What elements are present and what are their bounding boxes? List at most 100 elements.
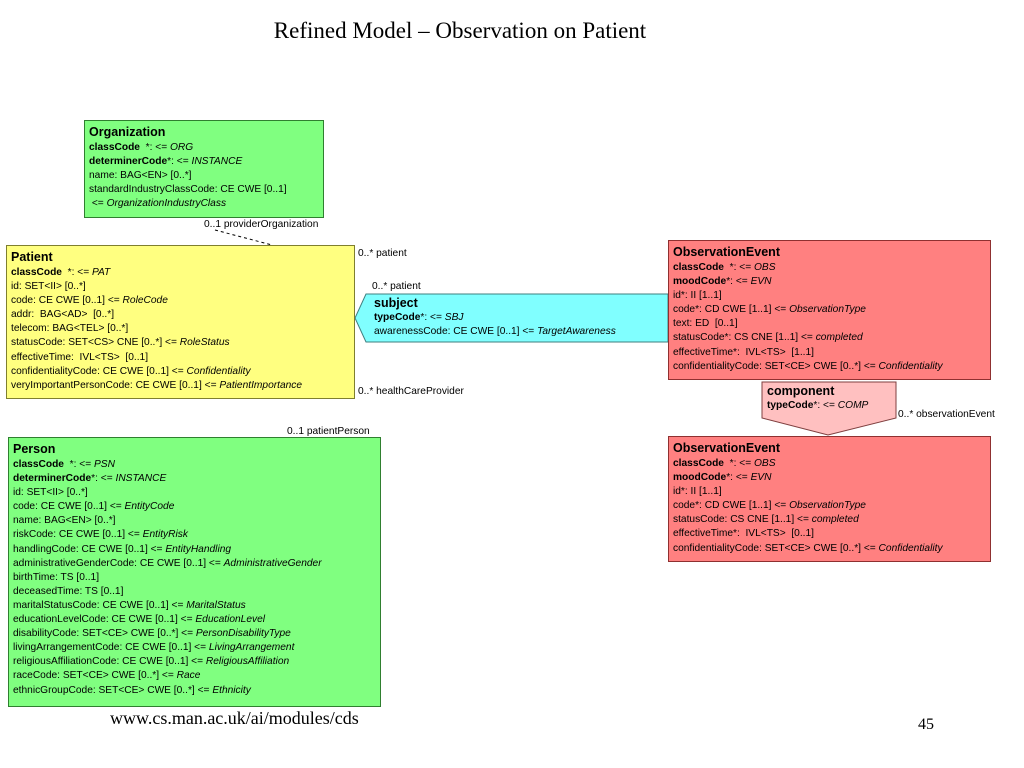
attribute-text: handlingCode: CE CWE [0..1] <= xyxy=(13,543,166,555)
attribute-text: Race xyxy=(176,670,201,682)
attribute-row: moodCode*: <= EVN xyxy=(673,471,986,485)
attribute-text: completed xyxy=(815,332,863,344)
attribute-text: statusCode: SET<CS> CNE [0..*] <= xyxy=(11,337,180,349)
organization-class-name: Organization xyxy=(89,125,166,139)
label-health-care-provider: 0..* healthCareProvider xyxy=(358,386,464,397)
attribute-text: maritalStatusCode: CE CWE [0..1] <= xyxy=(13,599,187,611)
attribute-row: standardIndustryClassCode: CE CWE [0..1] xyxy=(89,183,319,197)
attribute-text: code: CE CWE [0..1] <= xyxy=(13,501,125,513)
label-provider-organization: 0..1 providerOrganization xyxy=(204,219,319,230)
attribute-text: id*: II [1..1] xyxy=(673,486,722,498)
attribute-text: id*: II [1..1] xyxy=(673,290,722,302)
attribute-row: deceasedTime: TS [0..1] xyxy=(13,585,376,599)
attribute-row: confidentialityCode: SET<CE> CWE [0..*] … xyxy=(673,542,986,556)
attribute-text: telecom: BAG<TEL> [0..*] xyxy=(11,323,129,335)
attribute-text: MaritalStatus xyxy=(186,599,246,611)
attribute-text: EducationLevel xyxy=(195,614,266,626)
attribute-text: PSN xyxy=(93,459,115,470)
attribute-text: Confidentiality xyxy=(186,365,251,377)
component-class-name: component xyxy=(767,384,835,398)
attribute-text: determinerCode xyxy=(13,473,92,485)
attribute-text: *: <= xyxy=(167,156,192,168)
attribute-text: classCode xyxy=(11,267,62,278)
attribute-text: *: <= xyxy=(63,459,94,470)
attribute-row: classCode *: <= ORG xyxy=(89,141,319,155)
attribute-row: disabilityCode: SET<CE> CWE [0..*] <= Pe… xyxy=(13,627,376,641)
attribute-text: statusCode: CS CNE [1..1] <= xyxy=(673,514,812,526)
attribute-row: confidentialityCode: SET<CE> CWE [0..*] … xyxy=(673,360,986,374)
attribute-text: id: SET<II> [0..*] xyxy=(11,281,86,293)
attribute-text: determinerCode xyxy=(89,156,168,168)
attribute-text: ethnicGroupCode: SET<CE> CWE [0..*] <= xyxy=(13,684,213,696)
page-number: 45 xyxy=(918,716,934,733)
attribute-text: riskCode: CE CWE [0..1] <= xyxy=(13,529,143,541)
attribute-text: religiousAffiliationCode: CE CWE [0..1] … xyxy=(13,656,206,668)
attribute-text: PatientImportance xyxy=(219,379,303,391)
attribute-row: awarenessCode: CE CWE [0..1] <= TargetAw… xyxy=(374,325,666,339)
attribute-row: educationLevelCode: CE CWE [0..1] <= Edu… xyxy=(13,613,376,627)
attribute-row: raceCode: SET<CE> CWE [0..*] <= Race xyxy=(13,669,376,683)
attribute-text: EntityCode xyxy=(124,501,175,513)
attribute-row: code: CE CWE [0..1] <= RoleCode xyxy=(11,294,350,308)
attribute-row: determinerCode*: <= INSTANCE xyxy=(89,155,319,169)
label-patient-person: 0..1 patientPerson xyxy=(287,426,370,437)
attribute-row: id: SET<II> [0..*] xyxy=(11,280,350,294)
attribute-row: id*: II [1..1] xyxy=(673,485,986,499)
attribute-text: *: <= xyxy=(139,142,170,153)
attribute-row: determinerCode*: <= INSTANCE xyxy=(13,472,376,486)
attribute-text: EntityRisk xyxy=(142,529,188,541)
attribute-row: statusCode: SET<CS> CNE [0..*] <= RoleSt… xyxy=(11,336,350,350)
provider-organization-connector xyxy=(214,229,273,246)
attribute-text: deceasedTime: TS [0..1] xyxy=(13,585,124,597)
attribute-row: id: SET<II> [0..*] xyxy=(13,486,376,500)
attribute-text: confidentialityCode: CE CWE [0..1] <= xyxy=(11,365,187,377)
attribute-text: EVN xyxy=(750,472,772,484)
label-patient-top: 0..* patient xyxy=(358,248,407,259)
attribute-text: name: BAG<EN> [0..*] xyxy=(89,170,192,182)
attribute-text: effectiveTime*: IVL<TS> [0..1] xyxy=(673,528,814,540)
attribute-row: religiousAffiliationCode: CE CWE [0..1] … xyxy=(13,655,376,669)
observation-event-2-name: ObservationEvent xyxy=(673,441,780,455)
attribute-row: effectiveTime*: IVL<TS> [1..1] xyxy=(673,346,986,360)
attribute-text: PersonDisabilityType xyxy=(195,628,291,640)
attribute-row: maritalStatusCode: CE CWE [0..1] <= Mari… xyxy=(13,599,376,613)
attribute-row: typeCode*: <= SBJ xyxy=(374,311,666,325)
attribute-text: code*: CD CWE [1..1] <= xyxy=(673,500,790,512)
attribute-row: riskCode: CE CWE [0..1] <= EntityRisk xyxy=(13,528,376,542)
attribute-text: PAT xyxy=(91,267,111,278)
attribute-row: addr: BAG<AD> [0..*] xyxy=(11,308,350,322)
attribute-text: INSTANCE xyxy=(191,156,243,168)
attribute-text: EVN xyxy=(750,276,772,288)
attribute-text: classCode xyxy=(13,459,64,470)
attribute-text: OrganizationIndustryClass xyxy=(106,198,227,210)
attribute-row: classCode *: <= OBS xyxy=(673,261,986,275)
attribute-row: effectiveTime: IVL<TS> [0..1] xyxy=(11,351,350,365)
attribute-text: id: SET<II> [0..*] xyxy=(13,487,88,499)
component-attributes: typeCode*: <= COMP xyxy=(767,399,893,413)
attribute-row: confidentialityCode: CE CWE [0..1] <= Co… xyxy=(11,365,350,379)
component-relationship: component typeCode*: <= COMP xyxy=(767,383,893,413)
attribute-row: administrativeGenderCode: CE CWE [0..1] … xyxy=(13,557,376,571)
attribute-row: code*: CD CWE [1..1] <= ObservationType xyxy=(673,303,986,317)
attribute-text: COMP xyxy=(837,400,869,411)
attribute-text: ObservationType xyxy=(789,500,866,512)
attribute-row: statusCode*: CS CNE [1..1] <= completed xyxy=(673,331,986,345)
attribute-text: completed xyxy=(811,514,859,526)
person-class-name: Person xyxy=(13,442,56,456)
attribute-text: RoleCode xyxy=(122,295,168,307)
attribute-text: Confidentiality xyxy=(878,360,943,372)
attribute-text: *: <= xyxy=(420,312,445,323)
footer-url: www.cs.man.ac.uk/ai/modules/cds xyxy=(110,708,359,728)
attribute-row: code*: CD CWE [1..1] <= ObservationType xyxy=(673,499,986,513)
attribute-row: handlingCode: CE CWE [0..1] <= EntityHan… xyxy=(13,543,376,557)
attribute-row: id*: II [1..1] xyxy=(673,289,986,303)
